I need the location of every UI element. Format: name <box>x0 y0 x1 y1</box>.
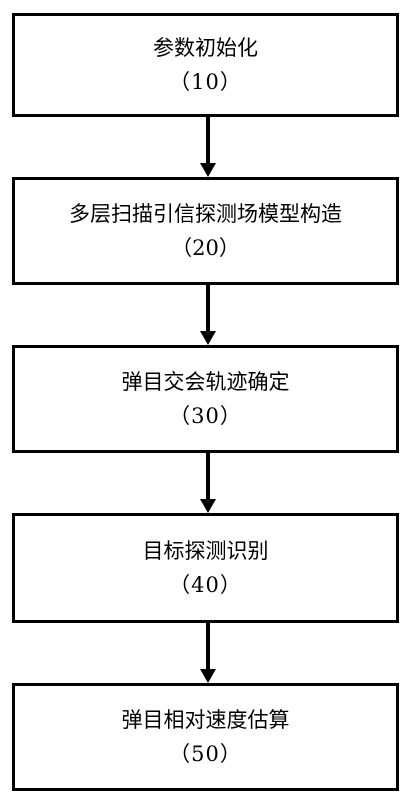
step-relative-velocity-estimation: 弹目相对速度估算 （50） <box>12 683 399 791</box>
flow-arrow <box>200 623 216 683</box>
arrow-shaft <box>206 453 210 500</box>
arrow-shaft <box>206 285 210 332</box>
arrow-head <box>200 669 216 683</box>
step-label: 目标探测识别 <box>142 539 269 563</box>
step-encounter-trajectory: 弹目交会轨迹确定 （30） <box>12 345 399 453</box>
arrow-shaft <box>206 117 210 164</box>
step-target-recognition: 目标探测识别 （40） <box>12 513 399 623</box>
step-detection-field-model: 多层扫描引信探测场模型构造（20） <box>12 177 399 285</box>
arrow-head <box>200 163 216 177</box>
step-label: 参数初始化 <box>153 36 258 60</box>
arrow-head <box>200 331 216 345</box>
step-label: 弹目相对速度估算 <box>121 708 290 732</box>
step-label: 多层扫描引信探测场模型构造（20） <box>69 202 342 260</box>
step-reference-number: （50） <box>169 742 242 766</box>
step-reference-number: （30） <box>169 404 242 428</box>
step-parameter-initialization: 参数初始化 （10） <box>12 13 399 117</box>
flow-arrow <box>200 285 216 345</box>
step-reference-number: （10） <box>169 70 242 94</box>
flow-arrow <box>200 453 216 513</box>
arrow-shaft <box>206 623 210 670</box>
step-label: 弹目交会轨迹确定 <box>121 370 290 394</box>
flow-arrow <box>200 117 216 177</box>
step-reference-number: （40） <box>169 573 242 597</box>
arrow-head <box>200 499 216 513</box>
